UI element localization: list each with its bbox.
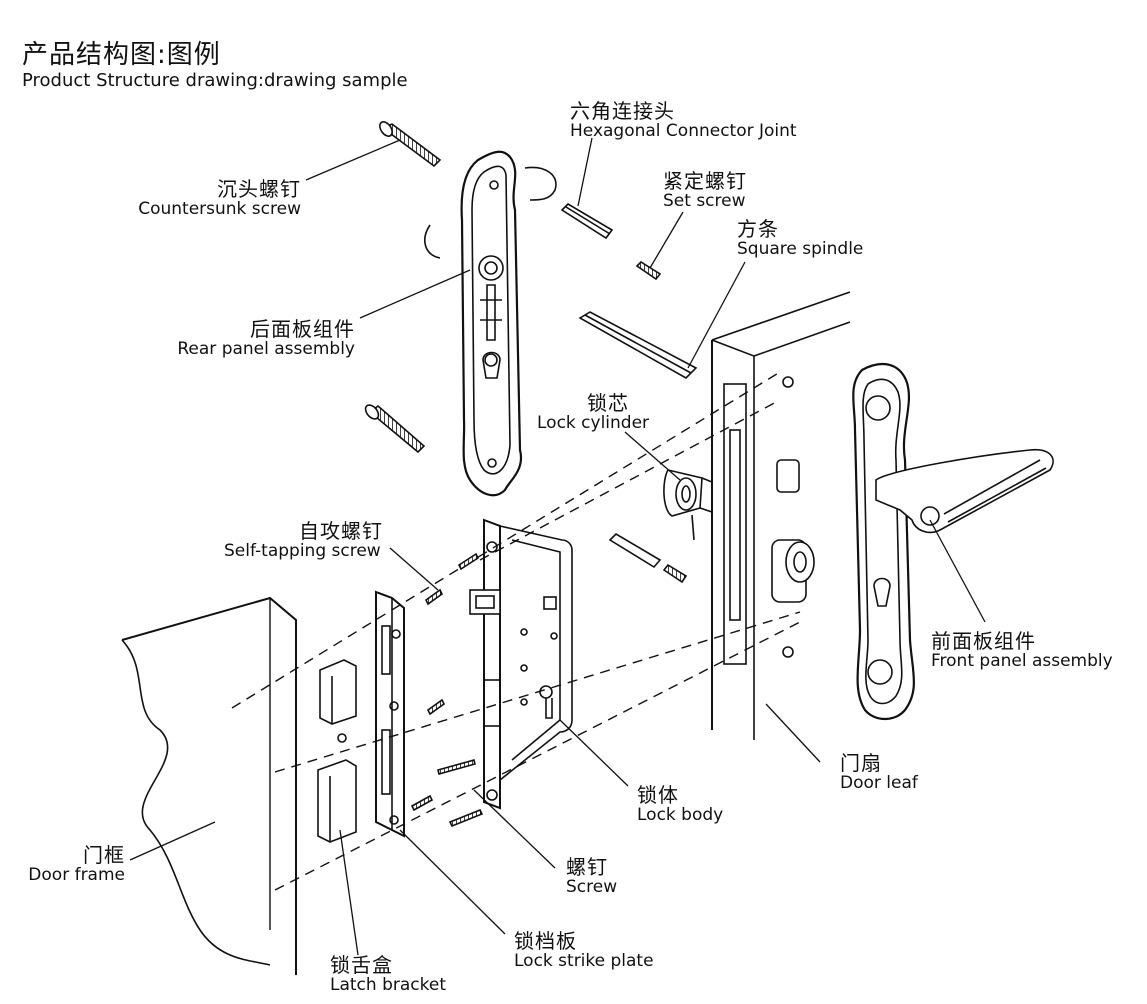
small-screws bbox=[410, 552, 484, 828]
label-lock-body-en: Lock body bbox=[637, 805, 724, 826]
label-self-tapping-screw-en: Self-tapping screw bbox=[224, 541, 381, 562]
label-screw: 螺钉 Screw bbox=[566, 856, 617, 897]
page-title: 产品结构图:图例 bbox=[22, 40, 221, 70]
label-self-tapping-screw: 自攻螺钉 Self-tapping screw bbox=[224, 520, 383, 561]
latch-bracket bbox=[317, 659, 357, 843]
label-latch-bracket-cn: 锁舌盒 bbox=[330, 953, 393, 977]
countersunk-screw-top bbox=[379, 121, 442, 168]
set-screw bbox=[635, 260, 662, 281]
label-door-frame: 门框 Door frame bbox=[28, 844, 125, 885]
page-subtitle: Product Structure drawing:drawing sample bbox=[22, 70, 408, 91]
label-screw-en: Screw bbox=[566, 877, 618, 898]
front-panel bbox=[852, 362, 1054, 721]
label-front-panel-cn: 前面板组件 bbox=[931, 629, 1036, 653]
label-lock-body-cn: 锁体 bbox=[637, 783, 679, 807]
label-front-panel: 前面板组件 Front panel assembly bbox=[931, 630, 1113, 671]
lock-cylinder bbox=[663, 469, 713, 541]
label-lock-cylinder-en: Lock cylinder bbox=[537, 413, 650, 434]
label-strike-plate-cn: 锁档板 bbox=[514, 929, 577, 953]
label-rear-panel-cn: 后面板组件 bbox=[250, 317, 355, 341]
spare-set-screw bbox=[662, 563, 688, 584]
label-door-frame-en: Door frame bbox=[28, 865, 125, 886]
label-square-spindle: 方条 Square spindle bbox=[737, 218, 863, 259]
label-hex-connector-cn: 六角连接头 bbox=[570, 99, 675, 123]
label-door-leaf-en: Door leaf bbox=[840, 773, 918, 794]
door-leaf bbox=[711, 291, 851, 740]
label-self-tapping-screw-cn: 自攻螺钉 bbox=[299, 519, 383, 543]
label-lock-cylinder: 锁芯 Lock cylinder bbox=[537, 392, 649, 433]
countersunk-screw-bottom bbox=[364, 404, 426, 454]
label-square-spindle-cn: 方条 bbox=[737, 217, 779, 241]
label-latch-bracket-en: Latch bracket bbox=[330, 975, 446, 996]
label-strike-plate-en: Lock strike plate bbox=[514, 951, 654, 972]
rear-panel bbox=[424, 150, 557, 497]
label-strike-plate: 锁档板 Lock strike plate bbox=[514, 930, 654, 971]
label-set-screw-en: Set screw bbox=[663, 191, 746, 212]
label-set-screw-cn: 紧定螺钉 bbox=[663, 169, 747, 193]
label-countersunk-screw-en: Countersunk screw bbox=[138, 199, 301, 220]
label-screw-cn: 螺钉 bbox=[566, 855, 608, 879]
label-lock-body: 锁体 Lock body bbox=[637, 784, 723, 825]
label-latch-bracket: 锁舌盒 Latch bracket bbox=[330, 954, 446, 995]
label-door-leaf-cn: 门扇 bbox=[840, 751, 882, 775]
hex-connector bbox=[560, 202, 614, 240]
label-lock-cylinder-cn: 锁芯 bbox=[587, 391, 629, 415]
label-door-frame-cn: 门框 bbox=[83, 843, 125, 867]
label-countersunk-screw: 沉头螺钉 Countersunk screw bbox=[138, 178, 301, 219]
strike-plate bbox=[375, 590, 405, 838]
label-hex-connector: 六角连接头 Hexagonal Connector Joint bbox=[570, 100, 797, 141]
spare-hex-connector bbox=[608, 532, 662, 569]
label-countersunk-screw-cn: 沉头螺钉 bbox=[217, 177, 301, 201]
label-set-screw: 紧定螺钉 Set screw bbox=[663, 170, 747, 211]
door-frame bbox=[121, 596, 297, 975]
square-spindle bbox=[578, 311, 698, 379]
label-rear-panel: 后面板组件 Rear panel assembly bbox=[177, 318, 355, 359]
label-front-panel-en: Front panel assembly bbox=[931, 651, 1113, 672]
label-door-leaf: 门扇 Door leaf bbox=[840, 752, 918, 793]
label-rear-panel-en: Rear panel assembly bbox=[177, 339, 355, 360]
lock-body bbox=[469, 518, 573, 810]
label-square-spindle-en: Square spindle bbox=[737, 239, 864, 260]
label-hex-connector-en: Hexagonal Connector Joint bbox=[570, 121, 797, 142]
